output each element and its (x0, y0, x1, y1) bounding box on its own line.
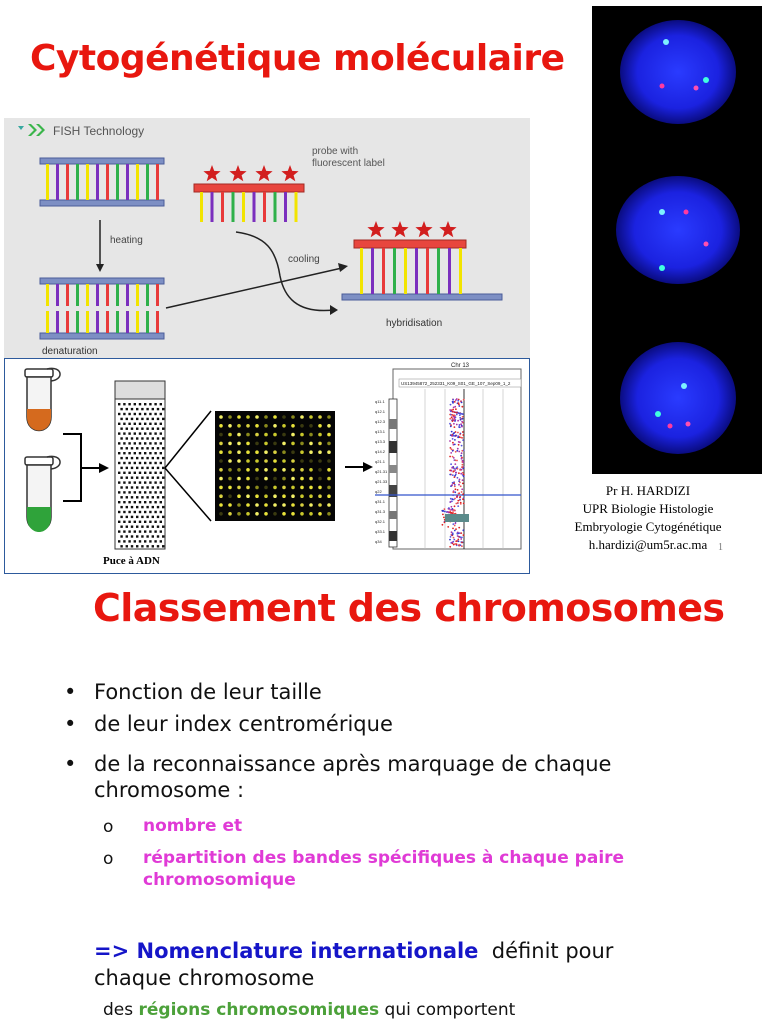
fish-diagram: heating denaturation probe with fluoresc… (18, 124, 503, 357)
regions-term: régions chromosomiques (138, 1000, 380, 1020)
bullet-text-line1: de la reconnaissance après marquage de c… (94, 752, 612, 776)
band-label: q21.33 (375, 479, 388, 484)
nucleus-3 (598, 324, 756, 470)
nomenclature-paragraph: => Nomenclature internationale définit p… (94, 938, 613, 992)
sub-bullet-text-line1: répartition des bandes spécifiques à cha… (143, 848, 625, 868)
fluorescence-panels (598, 12, 756, 470)
array-zoom (215, 411, 335, 521)
heating-label: heating (110, 235, 143, 246)
band-label: q33.1 (375, 529, 386, 534)
hybrid-stars (367, 221, 457, 238)
band-label: q11.1 (375, 399, 385, 404)
regions-line: des régions chromosomiques qui comporten… (103, 1000, 515, 1020)
circle-bullet-icon: o (103, 817, 114, 837)
nucleus-2 (598, 164, 756, 314)
denatured-strand-top (39, 277, 165, 306)
band-label: q13.1 (375, 429, 386, 434)
array-cgh-plot: Chr 13 US13945872_252331_K09_S01_GE_107_… (375, 363, 522, 550)
bullet-dot-icon: • (64, 752, 77, 776)
band-label: q21.31 (375, 469, 388, 474)
nomenclature-term: => Nomenclature internationale (94, 939, 479, 963)
chart-subtitle: US13945872_252331_K09_S01_GE_107_Sep09_1… (401, 381, 511, 386)
probe-label-line2: fluorescent label (312, 158, 385, 169)
bullet-text: de leur index centromérique (94, 712, 393, 736)
regions-prefix: des (103, 1000, 139, 1020)
slide-title: Cytogénétique moléculaire (30, 38, 565, 79)
fish-technology-figure: heating denaturation probe with fluoresc… (4, 118, 530, 360)
author-department: Embryologie Cytogénétique (574, 519, 722, 534)
band-label: q14.2 (375, 449, 386, 454)
sample-tube-green (24, 455, 61, 532)
bullet-text-line2: chromosome : (94, 778, 245, 802)
band-label: q31.1 (375, 499, 386, 504)
dna-chip (114, 380, 166, 550)
regions-suffix: qui comportent (379, 1000, 516, 1020)
circle-bullet-icon: o (103, 849, 114, 869)
sub-bullet-text-line2: chromosomique (143, 870, 296, 890)
cooling-label: cooling (288, 254, 320, 265)
band-label: q12.1 (375, 409, 386, 414)
bullet-text: Fonction de leur taille (94, 680, 322, 704)
section-title: Classement des chromosomes (93, 586, 725, 630)
chart-title: Chr 13 (451, 363, 470, 369)
nomenclature-text-line2: chaque chromosome (94, 966, 315, 990)
fish-header: FISH Technology (53, 124, 145, 138)
dna-microarray-figure: Puce à ADN Chr 13 US13945872_252331_K09_… (4, 358, 530, 574)
author-email: h.hardizi@um5r.ac.ma (588, 537, 708, 552)
dna-double-strand (39, 157, 165, 207)
band-label: q13.3 (375, 439, 386, 444)
band-label: q22 (375, 489, 382, 494)
nomenclature-text: définit pour (478, 939, 614, 963)
microarray-diagram: Puce à ADN Chr 13 US13945872_252331_K09_… (24, 363, 522, 567)
denatured-strand-bottom (39, 311, 165, 340)
bullet-dot-icon: • (64, 712, 77, 736)
fluorescent-probe (193, 165, 305, 222)
chevron-right-icon (28, 124, 37, 136)
probe-label-line1: probe with (312, 146, 358, 157)
band-label: q31.3 (375, 509, 386, 514)
sub-bullet-text: nombre et (143, 816, 243, 836)
hybridisation-label: hybridisation (386, 318, 442, 329)
sample-tube-orange (24, 367, 61, 432)
chip-label: Puce à ADN (103, 555, 160, 567)
bullet-dot-icon: • (64, 680, 77, 704)
author-unit: UPR Biologie Histologie (582, 501, 714, 516)
chevron-right-icon (36, 124, 45, 136)
author-name: Pr H. HARDIZI (605, 483, 691, 498)
page-number: 1 (718, 542, 723, 553)
nucleus-1 (598, 12, 756, 152)
band-label: q21.1 (375, 459, 386, 464)
denaturation-label: denaturation (42, 346, 98, 357)
header-triangle-icon (18, 126, 24, 130)
probe-stars (203, 165, 299, 182)
band-label: q12.3 (375, 419, 386, 424)
fish-interphase-images (592, 6, 762, 474)
hybridised-strand (341, 221, 503, 301)
band-label: q34 (375, 539, 382, 544)
band-label: q32.1 (375, 519, 386, 524)
